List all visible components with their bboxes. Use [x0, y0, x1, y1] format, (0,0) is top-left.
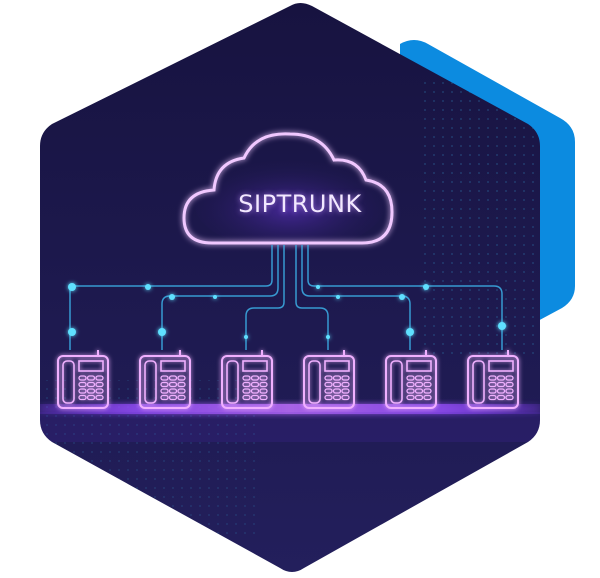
- cloud-glow: [195, 160, 385, 250]
- floor-glow: [40, 404, 540, 414]
- cloud-label: SIPTRUNK: [238, 190, 362, 218]
- network-lines: [69, 245, 503, 350]
- network-nodes: [68, 283, 506, 339]
- dot-texture: [420, 80, 540, 360]
- cloud-icon: [182, 132, 394, 245]
